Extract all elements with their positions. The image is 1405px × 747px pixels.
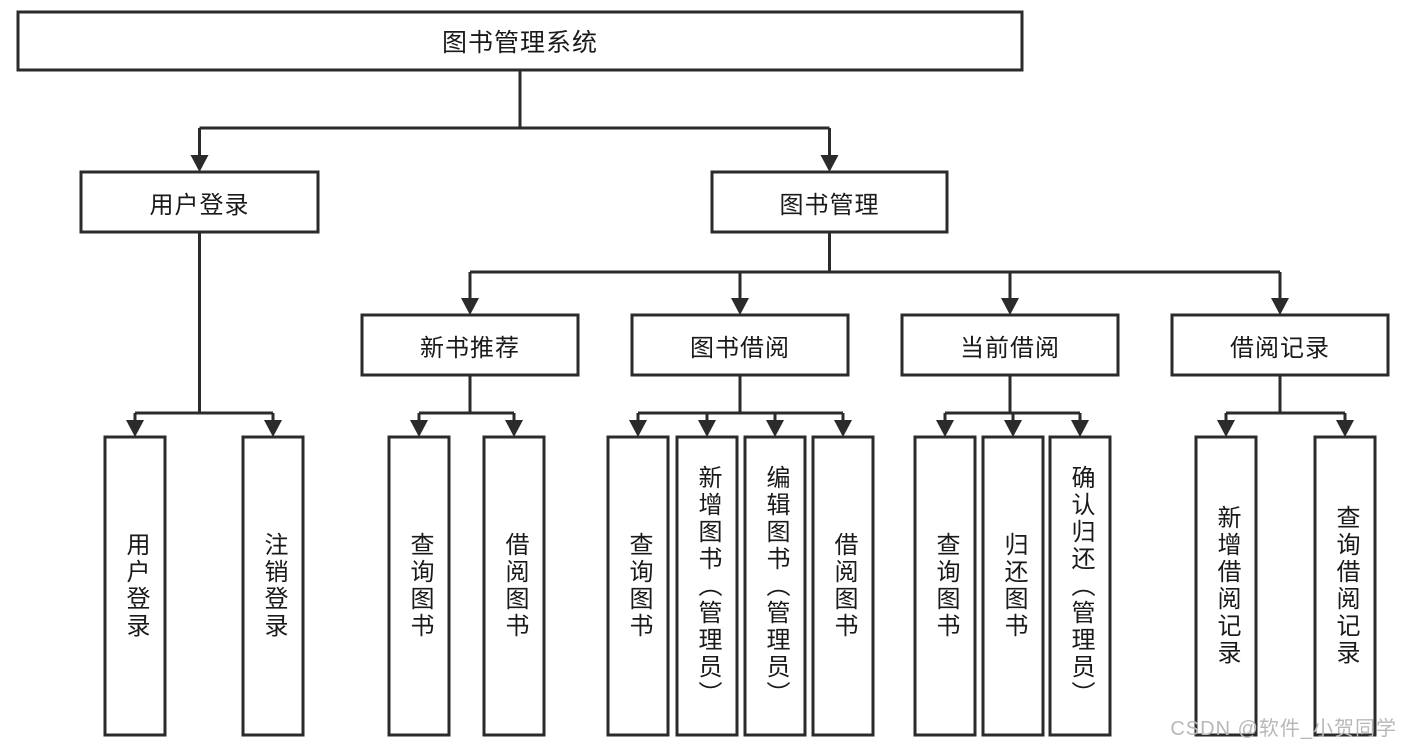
level3-node-借阅记录[interactable] xyxy=(1170,313,1390,377)
arrow-down-icon xyxy=(126,420,144,437)
root-node[interactable] xyxy=(16,10,1024,72)
arrow-down-icon xyxy=(505,420,523,437)
arrow-down-icon xyxy=(1071,420,1089,437)
node-boxes-layer xyxy=(16,10,1390,737)
arrow-down-icon xyxy=(1001,298,1019,315)
arrow-down-icon xyxy=(936,420,954,437)
leaf-node-3-借阅图书[interactable] xyxy=(482,435,546,737)
leaf-node-7-借阅图书[interactable] xyxy=(811,435,875,737)
arrow-down-icon xyxy=(410,420,428,437)
connectors-layer xyxy=(126,70,1354,437)
arrow-down-icon xyxy=(1004,420,1022,437)
arrow-down-icon xyxy=(1217,420,1235,437)
arrow-down-icon xyxy=(190,155,209,172)
arrow-down-icon xyxy=(629,420,647,437)
level3-node-当前借阅[interactable] xyxy=(900,313,1120,377)
leaf-node-9-归还图书[interactable] xyxy=(981,435,1045,737)
leaf-node-5-新增图书管理员[interactable] xyxy=(675,435,739,737)
arrow-down-icon xyxy=(1336,420,1354,437)
leaf-node-6-编辑图书管理员[interactable] xyxy=(743,435,807,737)
arrow-down-icon xyxy=(461,298,479,315)
leaf-node-8-查询图书[interactable] xyxy=(913,435,977,737)
arrow-down-icon xyxy=(834,420,852,437)
leaf-node-2-查询图书[interactable] xyxy=(387,435,451,737)
arrow-down-icon xyxy=(766,420,784,437)
level2-node-图书管理[interactable] xyxy=(710,170,949,234)
leaf-node-11-新增借阅记录[interactable] xyxy=(1194,435,1258,737)
leaf-node-4-查询图书[interactable] xyxy=(606,435,670,737)
arrow-down-icon xyxy=(731,298,749,315)
arrow-down-icon xyxy=(264,420,282,437)
arrow-down-icon xyxy=(698,420,716,437)
leaf-node-10-确认归还管理员[interactable] xyxy=(1048,435,1112,737)
leaf-node-0-用户登录[interactable] xyxy=(103,435,167,737)
leaf-node-1-注销登录[interactable] xyxy=(241,435,305,737)
level3-node-图书借阅[interactable] xyxy=(630,313,850,377)
level2-node-用户登录[interactable] xyxy=(79,170,320,234)
level3-node-新书推荐[interactable] xyxy=(360,313,580,377)
arrow-down-icon xyxy=(1271,298,1289,315)
arrow-down-icon xyxy=(820,155,839,172)
leaf-node-12-查询借阅记录[interactable] xyxy=(1313,435,1377,737)
